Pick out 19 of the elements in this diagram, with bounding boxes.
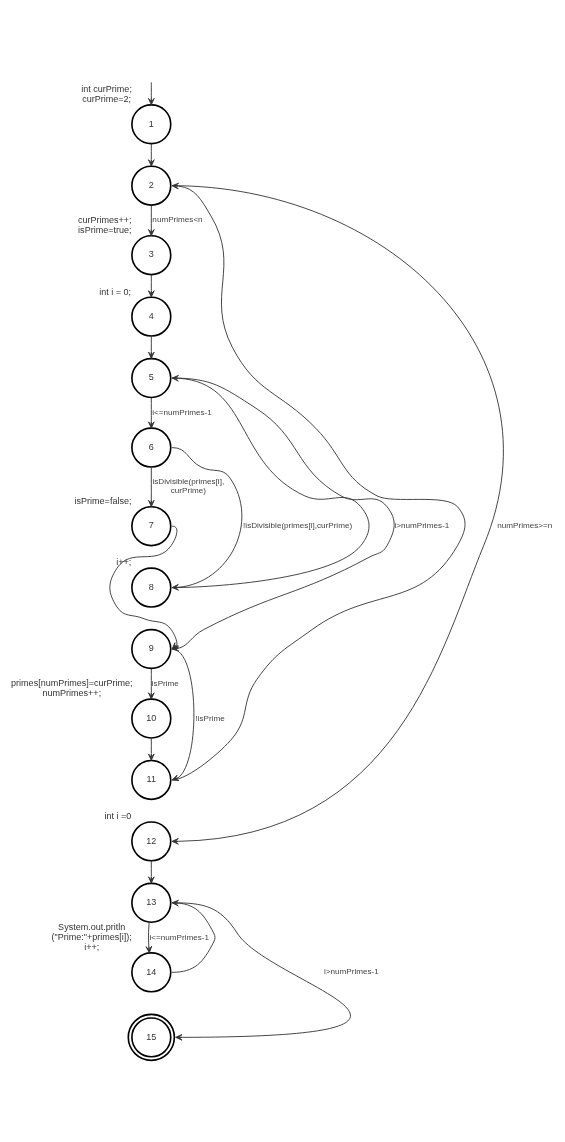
node-label: int i =0 <box>104 811 132 822</box>
edge-label: i<=numPrimes-1 <box>152 407 212 417</box>
node-label: System.out.pritln ("Prime:"+primes[i]); i++; <box>51 922 132 953</box>
node-label: curPrimes++; isPrime=true; <box>77 215 132 236</box>
edge-label: isDivisible(primes[i], curPrime) <box>152 477 225 496</box>
edge-label: numPrimes>=n <box>497 521 553 531</box>
edge-label: !isPrime <box>195 713 225 723</box>
edge-label: isPrime <box>151 678 179 688</box>
node-label: int i = 0; <box>99 286 132 297</box>
edge-label: i>numPrimes-1 <box>323 967 379 977</box>
node-label: i++; <box>116 557 132 568</box>
edge-label: i>numPrimes-1 <box>394 521 450 531</box>
node-label: int curPrime; <box>81 84 132 95</box>
node-label: isPrime=false; <box>74 496 132 507</box>
edge-label: i<=numPrimes-1 <box>149 932 210 942</box>
node-label: curPrime=2; <box>82 94 132 105</box>
edge-label: numPrimes<n <box>152 215 203 225</box>
node-label: primes[numPrimes]=curPrime; numPrimes++; <box>11 678 133 699</box>
edge-label: !isDivisible(primes[i],curPrime) <box>243 521 353 531</box>
